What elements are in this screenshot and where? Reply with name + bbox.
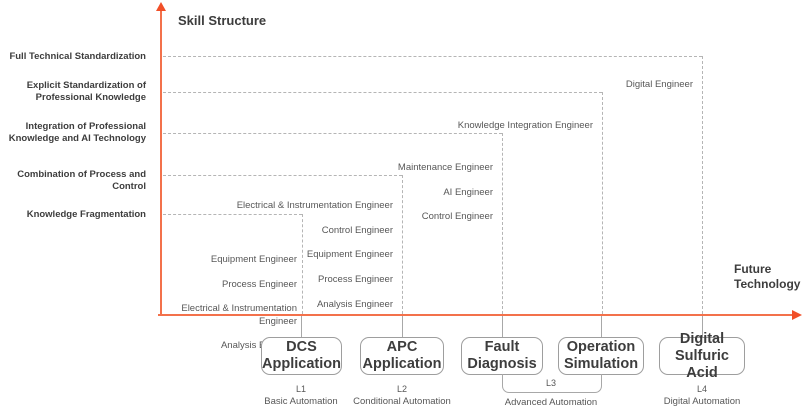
- step-hline-l5: [163, 56, 702, 57]
- skill-level-label-integration-ai: Integration of Professional Knowledge an…: [8, 121, 146, 144]
- step-vline-l4: [602, 92, 603, 314]
- level-tag-l2: L2: [396, 384, 407, 394]
- engineer-item: AI Engineer: [443, 186, 493, 198]
- level-tag-l1: L1: [295, 384, 306, 394]
- l3-bracket: [502, 374, 602, 393]
- engineer-item: Analysis Engineer: [316, 298, 393, 310]
- skill-level-label-knowledge-fragmentation: Knowledge Fragmentation: [26, 209, 146, 220]
- app-box-operation-simulation: Operation Simulation: [558, 337, 644, 375]
- x-axis-title: Future Technology: [734, 262, 801, 291]
- engineer-item: Equipment Engineer: [306, 249, 393, 261]
- level-name-l2: Conditional Automation: [353, 396, 451, 407]
- level-name-l1: Basic Automation: [264, 396, 338, 407]
- engineer-item: Control Engineer: [421, 211, 493, 223]
- x-axis-arrow-icon: [792, 310, 802, 320]
- app-box-fault-diagnosis: Fault Diagnosis: [461, 337, 543, 375]
- app-box-apc-application: APC Application: [360, 337, 444, 375]
- engineer-item: Equipment Engineer: [210, 254, 297, 266]
- step-vline-l3: [502, 133, 503, 314]
- box-connector-digital: [702, 316, 703, 337]
- engineer-item: Digital Engineer: [625, 79, 693, 91]
- engineer-item: Electrical & Instrumentation Engineer: [236, 200, 393, 212]
- level-tag-l3: L3: [545, 378, 556, 388]
- level-tag-l4: L4: [696, 384, 707, 394]
- step-hline-l2: [163, 175, 402, 176]
- engineer-group-operation-simulation: Knowledge Integration Engineer: [458, 108, 593, 145]
- step-hline-l1: [163, 214, 302, 215]
- level-name-l3: Advanced Automation: [504, 397, 598, 408]
- step-vline-l5: [702, 56, 703, 314]
- engineer-item: Process Engineer: [318, 274, 393, 286]
- level-name-l4: Digital Automation: [663, 396, 741, 407]
- engineer-group-digital: Digital Engineer: [626, 67, 693, 104]
- step-hline-l3: [163, 133, 502, 134]
- y-axis-arrow-icon: [156, 2, 166, 11]
- engineer-item: Control Engineer: [321, 224, 393, 236]
- skill-level-label-explicit-standardization: Explicit Standardization of Professional…: [26, 80, 146, 103]
- step-vline-l1: [302, 214, 303, 314]
- box-connector-fault: [502, 316, 503, 337]
- engineer-item: Process Engineer: [222, 278, 297, 290]
- engineer-item: Electrical & Instrumentation Engineer: [181, 303, 297, 327]
- box-connector-apc: [402, 316, 403, 337]
- skill-level-label-full-technical-standardization: Full Technical Standardization: [9, 51, 146, 62]
- box-connector-dcs: [301, 316, 302, 337]
- engineer-group-apc: Electrical & Instrumentation Engineer Co…: [237, 188, 393, 323]
- engineer-item: Knowledge Integration Engineer: [457, 120, 593, 132]
- engineer-group-fault-diagnosis: Maintenance Engineer AI Engineer Control…: [398, 150, 493, 236]
- x-axis-line: [158, 314, 794, 316]
- app-box-digital-sulfuric-acid: Digital Sulfuric Acid: [659, 331, 745, 381]
- step-hline-l4: [163, 92, 602, 93]
- y-axis-line: [160, 8, 162, 314]
- y-axis-title: Skill Structure: [178, 13, 267, 28]
- engineer-item: Maintenance Engineer: [397, 162, 493, 174]
- app-box-dcs-application: DCS Application: [261, 337, 342, 375]
- skill-level-label-combination-process-control: Combination of Process and Control: [17, 169, 146, 192]
- box-connector-operation: [601, 316, 602, 337]
- step-vline-l2: [402, 175, 403, 314]
